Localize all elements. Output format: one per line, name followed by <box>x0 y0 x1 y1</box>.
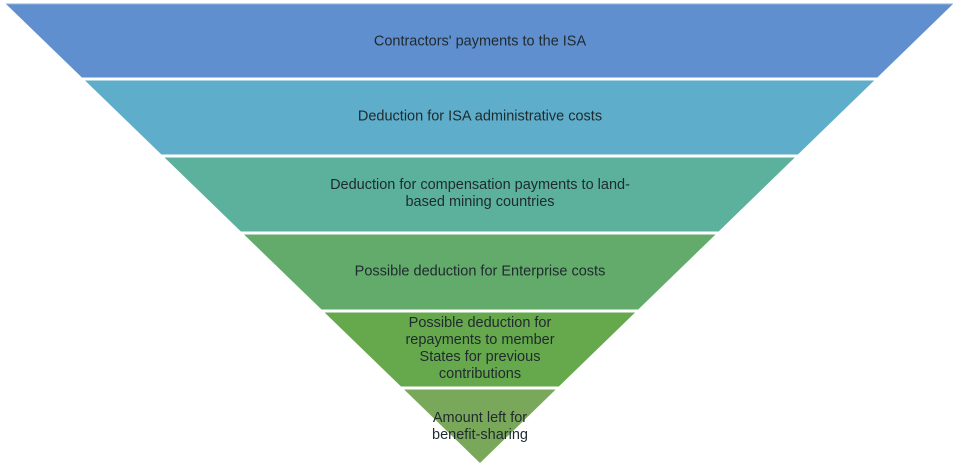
band-label-member-state-repayments: Possible deduction for repayments to mem… <box>405 315 555 382</box>
band-benefit-sharing <box>404 389 556 463</box>
band-label-enterprise-costs: Possible deduction for Enterprise costs <box>354 263 606 280</box>
band-enterprise-costs <box>244 234 716 310</box>
band-label-isa-admin-costs: Deduction for ISA administrative costs <box>357 108 603 125</box>
band-label-contractors-payments: Contractors' payments to the ISA <box>373 33 587 50</box>
funnel-bands <box>6 3 953 463</box>
band-member-state-repayments <box>324 312 636 387</box>
band-compensation-payments <box>164 157 795 232</box>
band-label-compensation-payments: Deduction for compensation payments to l… <box>330 177 630 210</box>
band-isa-admin-costs <box>85 80 875 155</box>
band-label-benefit-sharing: Amount left for benefit-sharing <box>432 410 528 443</box>
band-contractors-payments <box>6 4 953 78</box>
